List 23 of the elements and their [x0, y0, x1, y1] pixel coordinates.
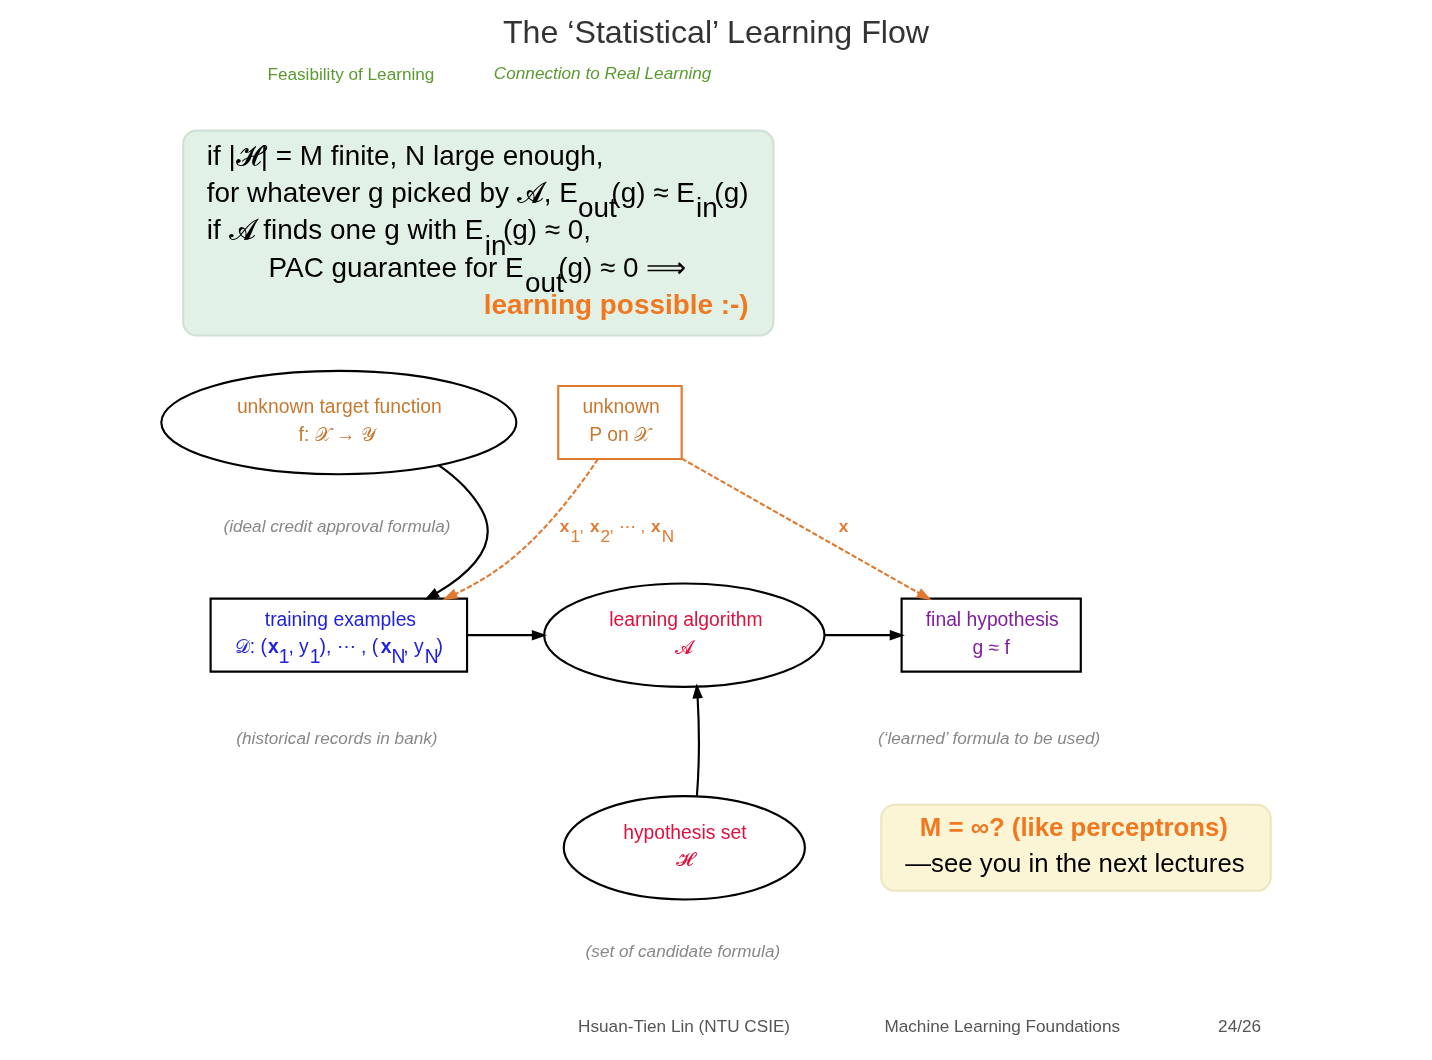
- label: Connection to Real Learning: [493, 62, 712, 83]
- arrow: [442, 458, 599, 600]
- label: 24/26: [1218, 1016, 1262, 1037]
- label: Hsuan-Tien Lin (NTU CSIE): [578, 1016, 791, 1037]
- node-label: (historical records in bank): [236, 728, 438, 749]
- node-box: M = ∞? (like perceptrons) —see you in the next lectures: [880, 803, 1272, 892]
- arrow: [424, 464, 489, 601]
- node-box: final hypothesis g ≈ f: [900, 597, 1082, 673]
- arrow: [824, 629, 905, 641]
- node-ellipse: hypothesis set 𝓗: [562, 795, 806, 901]
- label: Machine Learning Foundations: [884, 1016, 1121, 1037]
- diagram-title: The ‘Statistical’ Learning Flow: [502, 13, 930, 50]
- node-label: (ideal credit approval formula): [223, 515, 451, 536]
- arrow: [467, 629, 547, 641]
- arrow: [681, 457, 932, 601]
- node-label: (set of candidate formula): [585, 941, 781, 962]
- node-label: (‘learned’ formula to be used): [878, 728, 1101, 749]
- edge-label: x: [838, 515, 849, 536]
- node-box: unknown P on 𝒳: [557, 384, 683, 461]
- label: Feasibility of Learning: [267, 63, 435, 84]
- node-ellipse: learning algorithm 𝓐: [543, 582, 826, 688]
- arrow: [692, 683, 703, 797]
- node-ellipse: unknown target function f: 𝒳 → 𝒴: [160, 369, 518, 476]
